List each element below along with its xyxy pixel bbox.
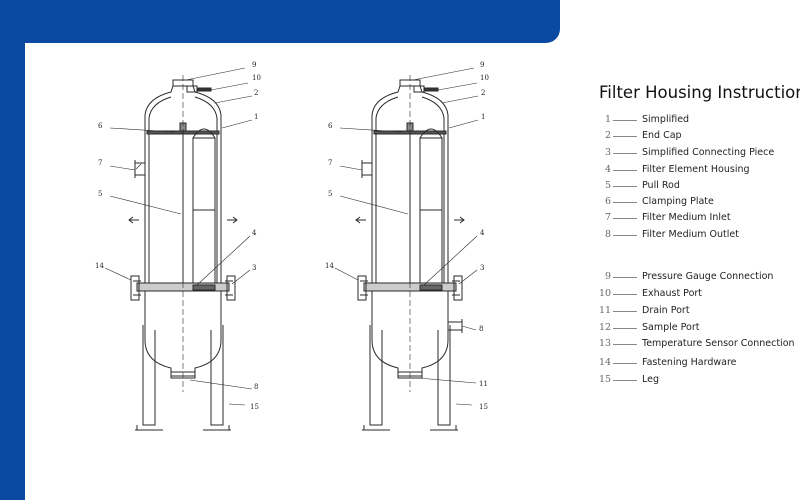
legend-item: 1 Simplified [599,113,799,127]
callout-7-left: 7 [98,159,102,167]
callout-3-right: 3 [480,264,484,272]
legend-leader-line [613,311,637,312]
legend-item-label: Fastening Hardware [642,357,737,368]
legend-item-number: 4 [604,164,611,175]
legend-item-number: 15 [599,374,612,385]
legend-leader-line [613,136,637,137]
legend-leader-line [613,202,637,203]
callout-1-right: 1 [481,113,485,121]
callout-10-left: 10 [252,74,261,82]
callout-14-left: 14 [95,262,104,270]
legend-item: 11 Drain Port [599,304,799,318]
legend-leader-line [613,344,637,345]
callout-10-right: 10 [480,74,489,82]
legend-item-label: Sample Port [642,322,700,333]
legend-item-label: Simplified Connecting Piece [642,147,775,158]
callout-5-right: 5 [328,190,332,198]
filter-housing-left: 9 10 2 1 6 7 5 4 14 3 8 15 [95,61,261,431]
legend-item-label: Simplified [642,114,690,125]
legend-item: 14 Fastening Hardware [599,356,799,370]
legend-item-label: Filter Medium Outlet [642,229,739,240]
legend-item-number: 13 [599,338,612,349]
legend-item: 3 Simplified Connecting Piece [599,146,799,160]
callout-2-right: 2 [481,89,485,97]
legend-item: 10 Exhaust Port [599,287,799,301]
callout-9-left: 9 [252,61,256,69]
legend-item: 15 Leg [599,373,799,387]
legend-item-number: 3 [604,147,611,158]
legend-item-label: Temperature Sensor Connection [642,338,795,349]
legend-item-number: 10 [599,288,612,299]
callout-4-right: 4 [480,229,485,237]
callout-5-left: 5 [98,190,102,198]
legend-item-label: Clamping Plate [642,196,714,207]
legend-leader-line [613,294,637,295]
legend-item: 9 Pressure Gauge Connection [599,270,799,284]
callout-7-right: 7 [328,159,332,167]
legend-title: Filter Housing Instructions: [599,83,800,102]
legend-leader-line [613,120,637,121]
callout-8-left: 8 [254,383,258,391]
callout-2-left: 2 [254,89,258,97]
callout-14-right: 14 [325,262,334,270]
left-sidebar-bar [0,0,25,500]
callout-4-left: 4 [252,229,257,237]
legend-leader-line [613,170,637,171]
legend-item-label: Drain Port [642,305,690,316]
legend-item-number: 8 [604,229,611,240]
legend-item-number: 6 [604,196,611,207]
callout-3-left: 3 [252,264,256,272]
legend-item-label: Leg [642,374,660,385]
legend-item-number: 9 [604,271,611,282]
legend-item-number: 7 [604,212,611,223]
legend-leader-line [613,277,637,278]
legend-item: 13 Temperature Sensor Connection [599,337,799,351]
callout-11-right: 11 [479,380,488,388]
callout-8-right: 8 [479,325,483,333]
legend-item-label: Filter Element Housing [642,164,750,175]
legend-item-number: 12 [599,322,612,333]
callout-1-left: 1 [254,113,258,121]
header-bar [0,0,560,43]
legend-item: 7 Filter Medium Inlet [599,211,799,225]
legend-item-label: End Cap [642,130,682,141]
callout-9-right: 9 [480,61,484,69]
legend-item-number: 2 [604,130,611,141]
legend-item-label: Pull Rod [642,180,680,191]
legend-leader-line [613,363,637,364]
legend-item-number: 5 [604,180,611,191]
callout-15-right: 15 [479,403,488,411]
legend-item: 4 Filter Element Housing [599,163,799,177]
legend-item-label: Exhaust Port [642,288,703,299]
legend-item-number: 1 [604,114,611,125]
legend-leader-line [613,328,637,329]
legend-item-number: 11 [599,305,612,316]
legend-item-label: Filter Medium Inlet [642,212,731,223]
legend-leader-line [613,380,637,381]
legend-leader-line [613,186,637,187]
callout-6-right: 6 [328,122,333,130]
legend-item-number: 14 [599,357,612,368]
legend-leader-line [613,153,637,154]
filter-housing-right: 9 10 2 1 6 7 5 4 14 3 8 11 15 [325,61,489,431]
legend-item: 8 Filter Medium Outlet [599,228,799,242]
legend-leader-line [613,235,637,236]
legend-leader-line [613,218,637,219]
callout-15-left: 15 [250,403,259,411]
legend-item: 12 Sample Port [599,321,799,335]
legend-item-label: Pressure Gauge Connection [642,271,774,282]
legend-item: 6 Clamping Plate [599,195,799,209]
callout-6-left: 6 [98,122,103,130]
legend-item: 5 Pull Rod [599,179,799,193]
legend-item: 2 End Cap [599,129,799,143]
